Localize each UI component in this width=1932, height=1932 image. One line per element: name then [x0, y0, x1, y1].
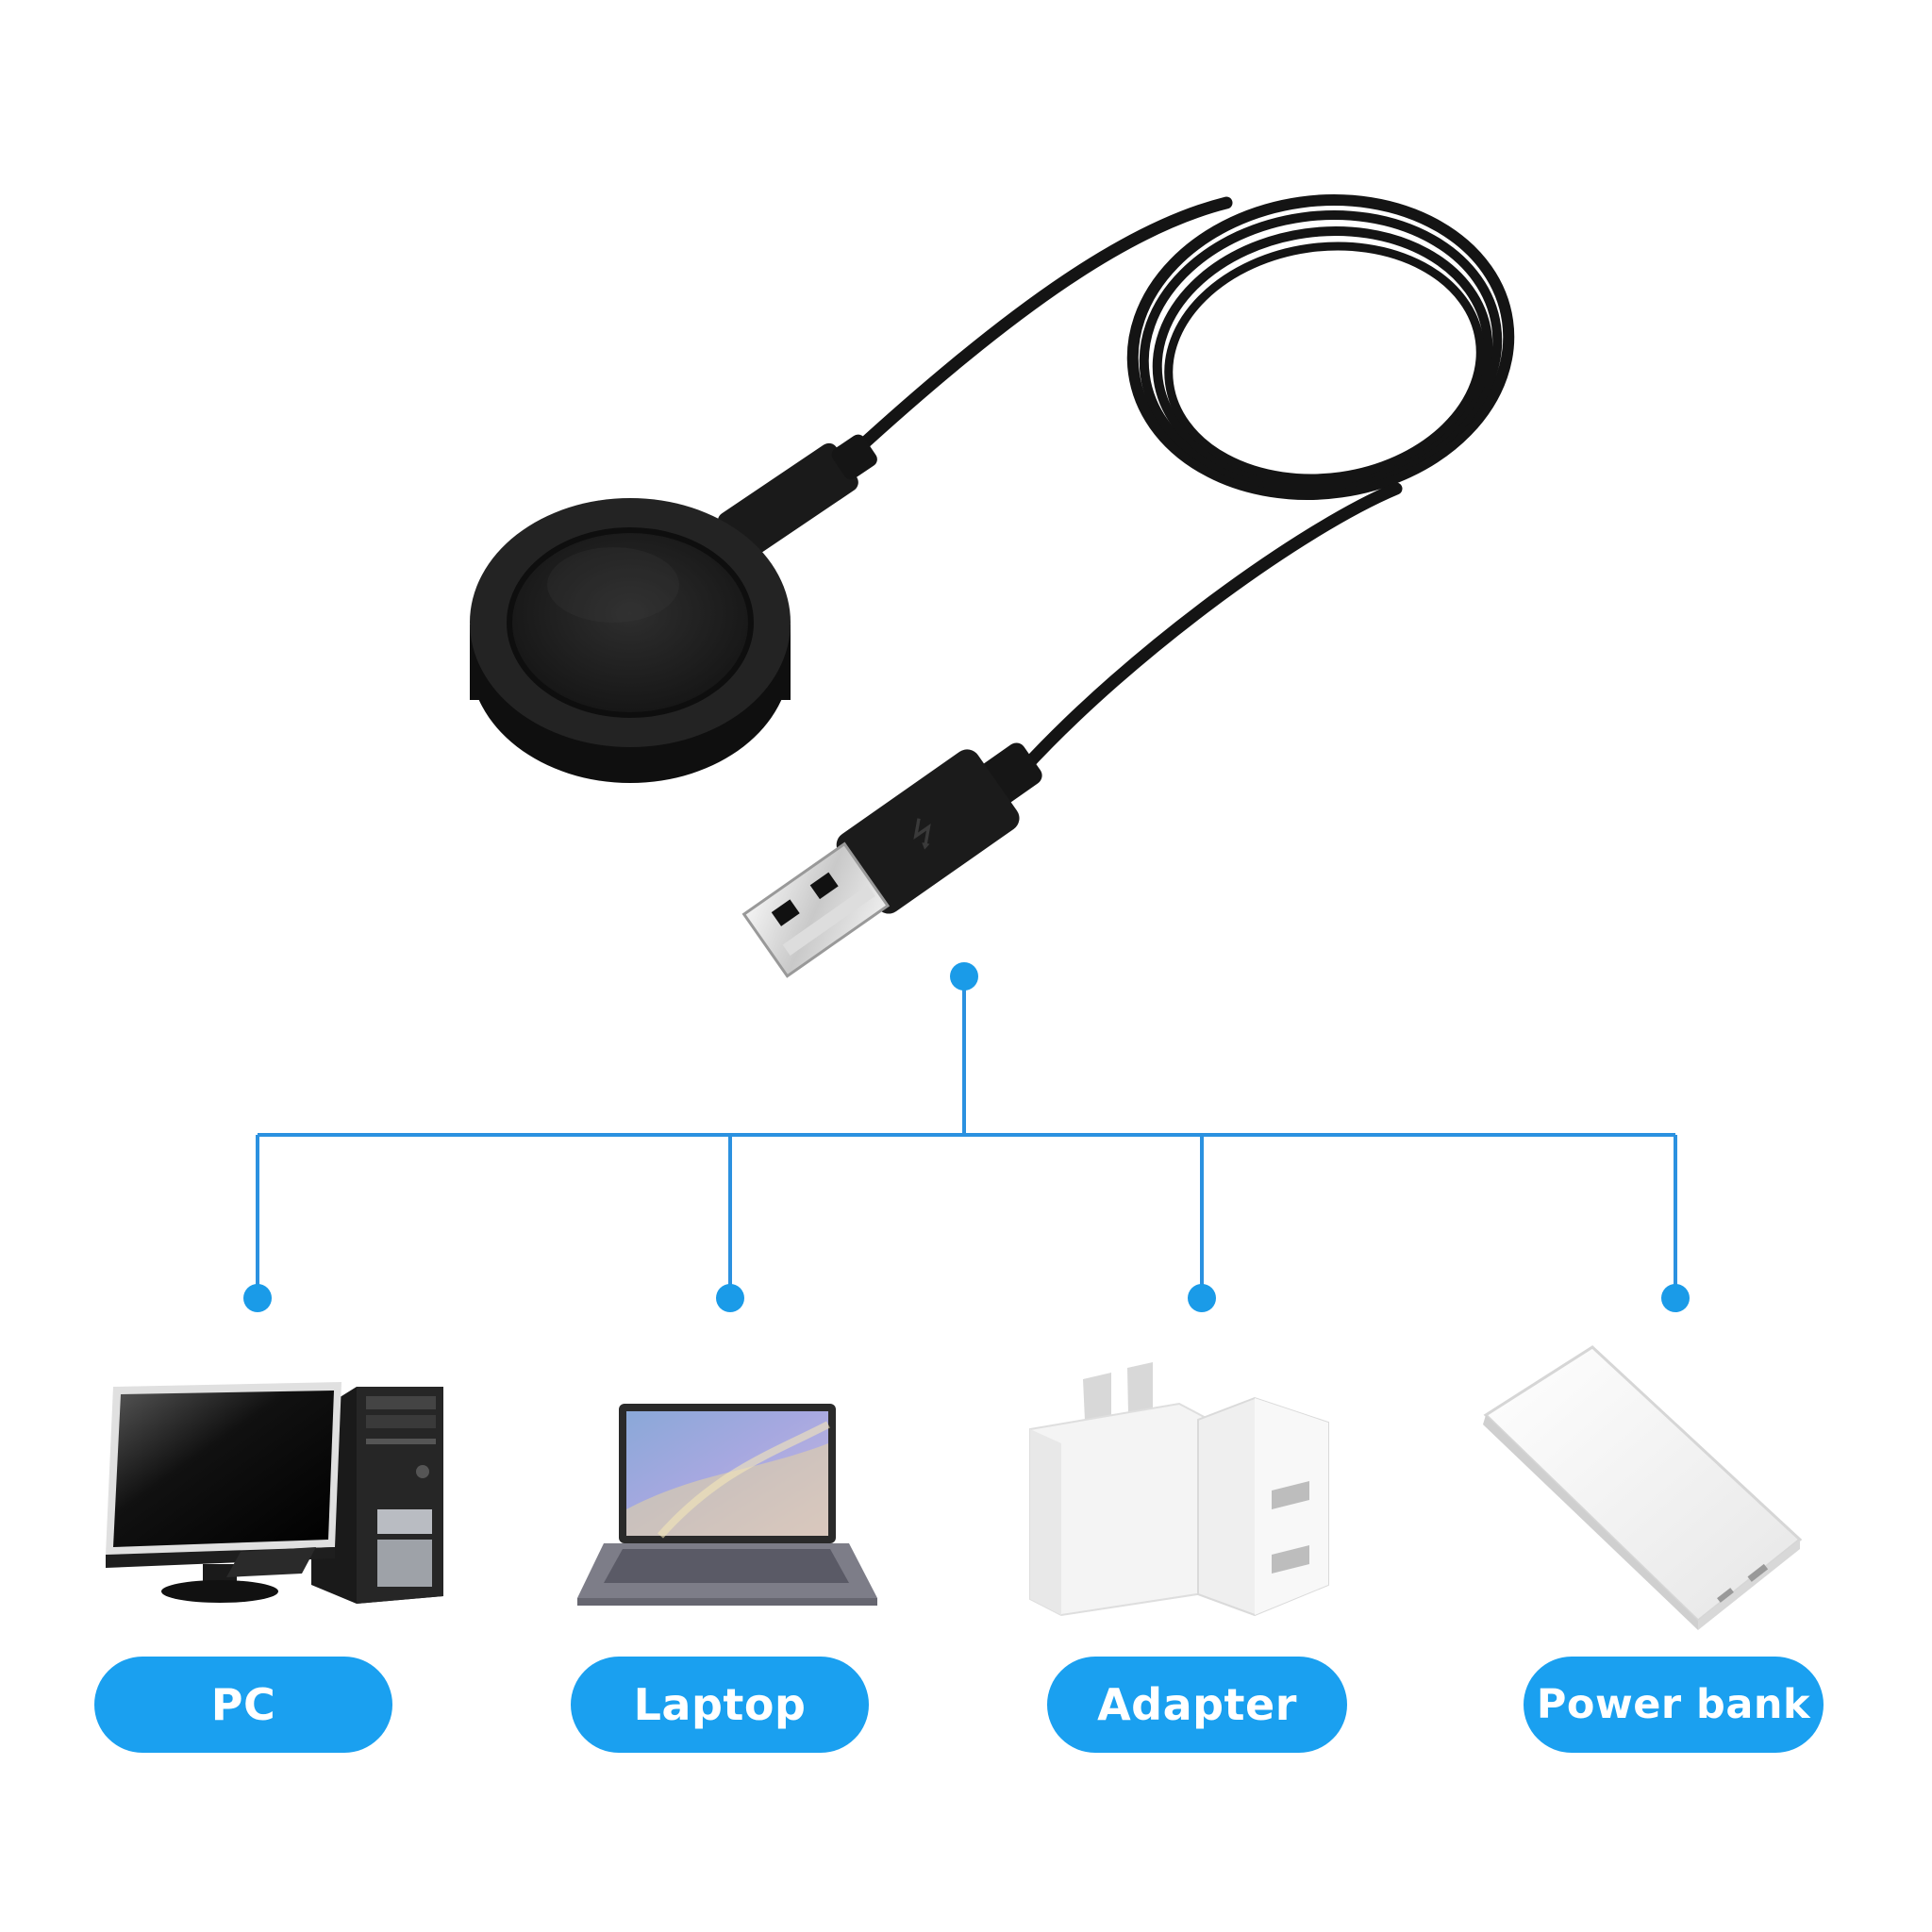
cable-coil [1164, 242, 1485, 483]
puck-strain-relief [717, 434, 877, 561]
cable-coil [1126, 194, 1515, 500]
device-label-pc: PC [94, 1657, 392, 1753]
device-label-adapter: Adapter [1047, 1657, 1347, 1753]
connector-dot [243, 1284, 272, 1312]
cable-segment [1017, 482, 1403, 775]
desktop-pc-icon [106, 1382, 443, 1604]
power-bank-icon [1483, 1345, 1803, 1630]
connector-dot [1188, 1284, 1216, 1312]
watch-charger-puck-icon [470, 498, 791, 783]
connector-dot [1661, 1284, 1690, 1312]
usb-a-plug-icon: ⭍ [741, 742, 1042, 978]
connector-tree [256, 976, 1677, 1297]
device-label-power-bank: Power bank [1524, 1657, 1824, 1753]
connector-dot [950, 962, 978, 991]
cable-segment [847, 196, 1233, 459]
connector-dot [716, 1284, 744, 1312]
usb-wall-adapter-icon [1029, 1362, 1329, 1617]
device-label-laptop: Laptop [571, 1657, 869, 1753]
connector-dots [243, 962, 1690, 1312]
laptop-icon [577, 1404, 877, 1606]
charging-cable [847, 194, 1515, 775]
